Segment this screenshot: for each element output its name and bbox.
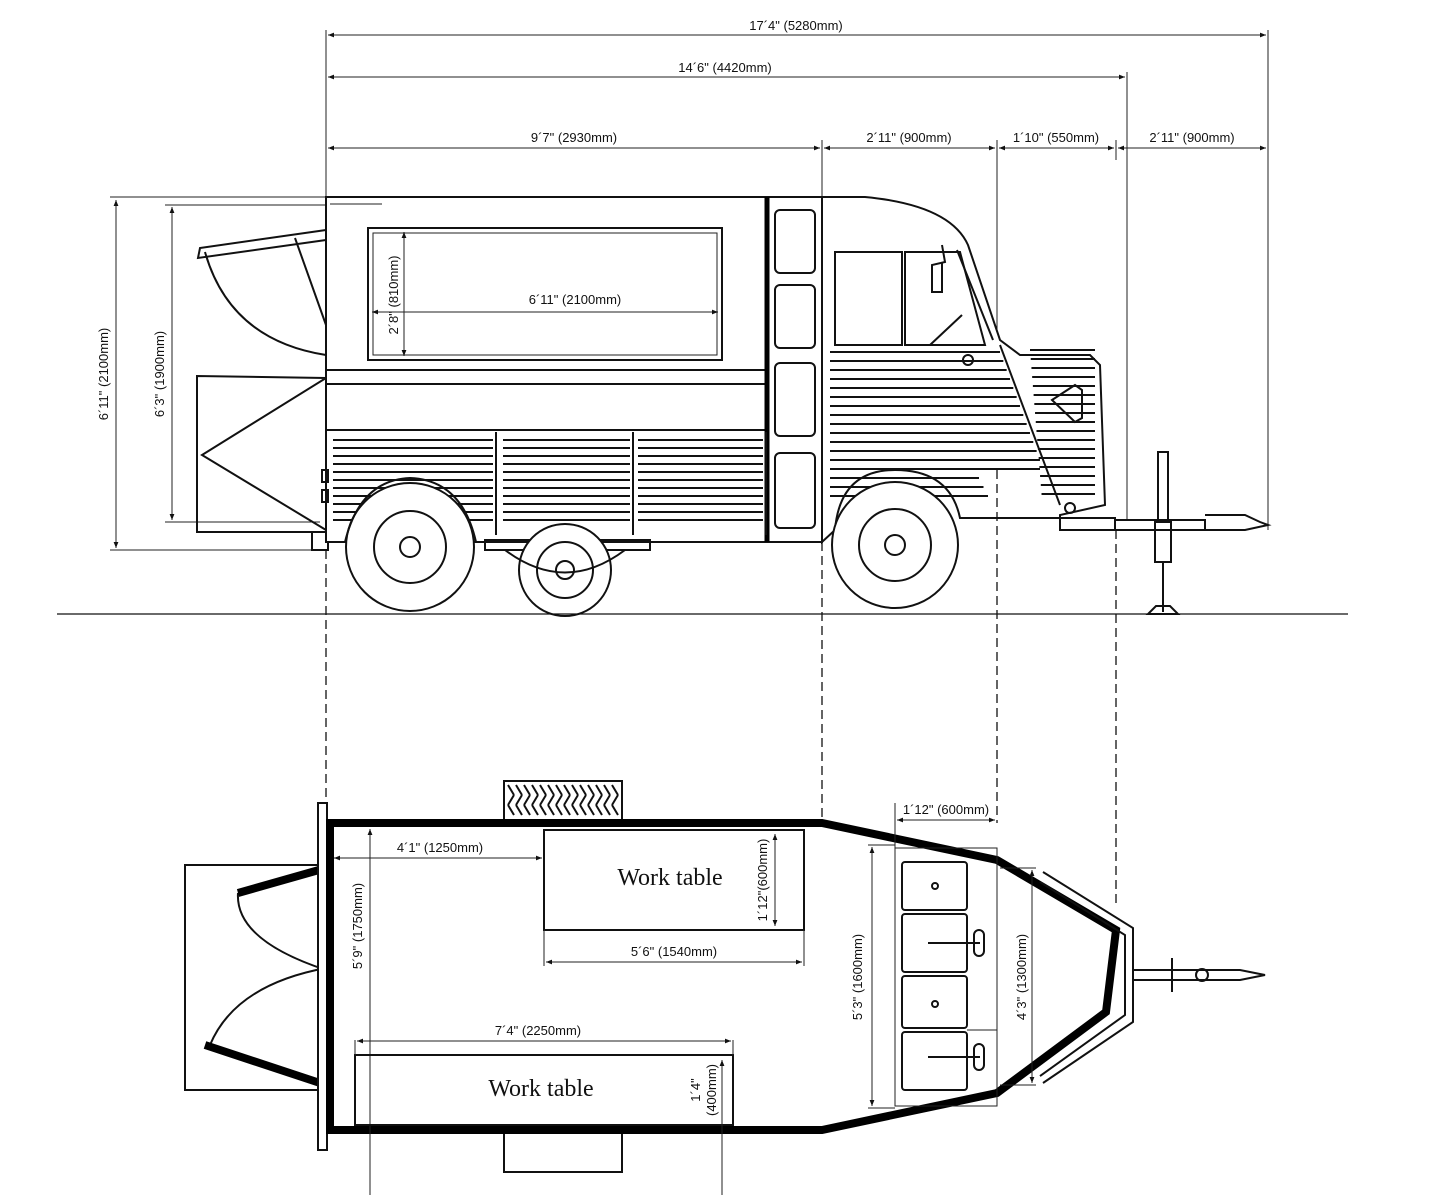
hatch-line [531, 804, 539, 816]
hatch-line [611, 784, 619, 796]
hatch-line [555, 794, 563, 806]
drawbar-length-label: 2´11" (900mm) [1149, 130, 1234, 145]
hatch-line [507, 804, 515, 816]
hatch-line [595, 794, 603, 806]
window-width-label: 6´11" (2100mm) [529, 292, 622, 307]
overall-length-label: 17´4" (5280mm) [749, 18, 842, 33]
box-length-label: 9´7" (2930mm) [531, 130, 617, 145]
work-table-2-depth-ft: 1´4" [688, 1078, 703, 1102]
rear-door-windows [774, 209, 816, 529]
hatch-line [571, 794, 579, 806]
hatch-line [587, 794, 595, 806]
sink-unit-length-label: 5´3" (1600mm) [850, 934, 865, 1020]
hatch-line [555, 804, 563, 816]
work-table-1-length-label: 5´6" (1540mm) [631, 944, 717, 959]
hatch-line [547, 794, 555, 806]
hatch-line [547, 804, 555, 816]
hatch-line [571, 804, 579, 816]
hatch-line [571, 784, 579, 796]
hatch-line [595, 784, 603, 796]
work-table-1-label: Work table [617, 865, 722, 891]
generator-hatch [507, 784, 619, 816]
projection-lines [325, 470, 1117, 905]
hatch-line [563, 794, 571, 806]
hatch-line [531, 794, 539, 806]
cab-louvres [830, 349, 1095, 497]
top-dimensions: 17´4" (5280mm) 14´6" (4420mm) 9´7" (2930… [325, 18, 1269, 530]
hatch-line [563, 804, 571, 816]
hatch-line [611, 804, 619, 816]
cab-window [834, 251, 987, 346]
rear-platform [184, 864, 329, 1091]
rear-door-open [196, 374, 327, 533]
side-view: 6´11" (2100mm) 6´3" (1900mm) 6´11" (2100… [57, 196, 1348, 617]
hatch-line [539, 784, 547, 796]
truck-outline [326, 819, 1121, 1134]
hatch-line [603, 794, 611, 806]
sinks [901, 861, 997, 1091]
axle-wheel [484, 523, 651, 617]
hatch-line [539, 794, 547, 806]
hood-edge [999, 344, 1061, 506]
work-table-2-depth-mm: (400mm) [704, 1064, 719, 1116]
hatch-line [603, 784, 611, 796]
rear-wheel-arch [344, 476, 477, 543]
hatch-line [579, 804, 587, 816]
hatch-line [515, 794, 523, 806]
rear-wheel [345, 482, 475, 612]
hatch-line [603, 804, 611, 816]
hatch-line [507, 794, 515, 806]
hatch-line [579, 784, 587, 796]
hatch-line [523, 784, 531, 796]
hatch-line [587, 804, 595, 816]
cab-depth-label: 1´12" (600mm) [903, 802, 989, 817]
rear-frame [317, 802, 328, 1151]
hood-length-label: 1´10" (550mm) [1013, 130, 1099, 145]
body-length-label: 14´6" (4420mm) [678, 60, 771, 75]
front-wheel [831, 481, 959, 609]
hatch-line [547, 784, 555, 796]
step-box [503, 1129, 623, 1173]
tow-bar [1115, 514, 1272, 531]
jockey-wheel-handle [1157, 451, 1169, 523]
hatch-line [523, 804, 531, 816]
hatch-line [579, 794, 587, 806]
side-mirror [931, 244, 947, 293]
hatch-line [539, 804, 547, 816]
side-louvres [333, 432, 767, 535]
sink-counter [894, 847, 998, 1107]
cab-length-label: 2´11" (900mm) [866, 130, 951, 145]
hatch-line [595, 804, 603, 816]
hatch-line [587, 784, 595, 796]
work-table-2-length-label: 7´4" (2250mm) [495, 1023, 581, 1038]
tail-light [321, 469, 329, 483]
awning-height-label: 6´3" (1900mm) [152, 331, 167, 417]
door-to-table-label: 4´1" (1250mm) [397, 840, 483, 855]
serving-window [367, 227, 723, 361]
headlight [1050, 383, 1083, 424]
hatch-line [515, 804, 523, 816]
hatch-line [531, 784, 539, 796]
overall-height-label: 6´11" (2100mm) [96, 328, 111, 421]
hatch-line [523, 794, 531, 806]
work-table-2-label: Work table [488, 1076, 593, 1102]
plan-view: Work table 4´1" (1250mm) 1´12"(600mm) 5´… [184, 780, 1266, 1195]
interior-width-label: 5´9" (1750mm) [350, 883, 365, 969]
front-width-label: 4´3" (1300mm) [1014, 934, 1029, 1020]
hatch-line [515, 784, 523, 796]
window-height-label: 2´8" (810mm) [386, 255, 401, 334]
hatch-line [563, 784, 571, 796]
work-table-1-depth-label: 1´12"(600mm) [755, 839, 770, 922]
plan-tow-bar [1132, 969, 1266, 981]
hatch-line [611, 794, 619, 806]
hatch-line [507, 784, 515, 796]
work-table-1 [543, 829, 805, 931]
rear-awning [196, 229, 327, 356]
hatch-line [555, 784, 563, 796]
work-table-2 [354, 1054, 734, 1126]
